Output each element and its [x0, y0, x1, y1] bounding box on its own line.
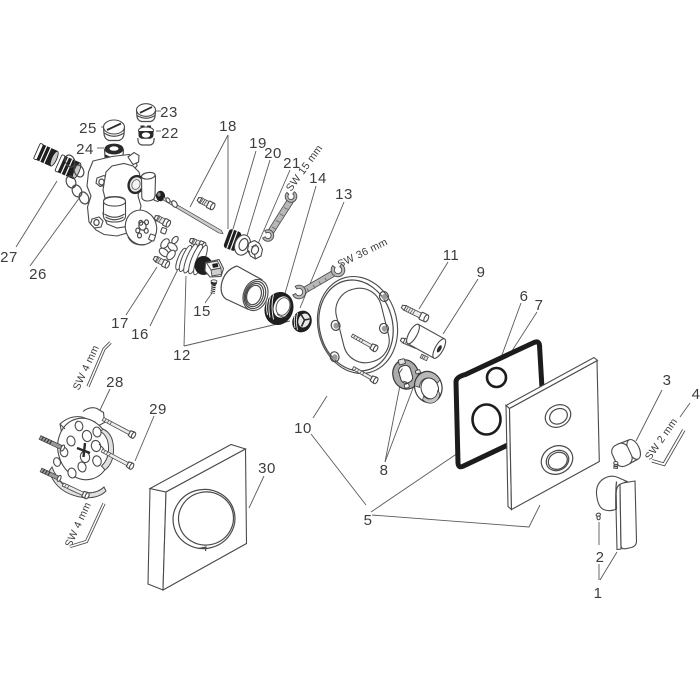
svg-text:10: 10: [294, 420, 312, 437]
svg-text:26: 26: [29, 266, 47, 283]
svg-text:6: 6: [520, 288, 529, 305]
svg-text:4: 4: [692, 386, 700, 403]
svg-text:22: 22: [161, 125, 179, 142]
svg-text:29: 29: [149, 401, 167, 418]
svg-text:9: 9: [477, 264, 486, 281]
svg-text:21: 21: [283, 155, 301, 172]
svg-text:13: 13: [335, 186, 353, 203]
svg-text:17: 17: [111, 315, 129, 332]
svg-text:16: 16: [131, 326, 149, 343]
svg-text:19: 19: [249, 135, 267, 152]
svg-text:14: 14: [309, 170, 327, 187]
svg-text:20: 20: [264, 145, 282, 162]
svg-text:24: 24: [76, 141, 94, 158]
svg-text:30: 30: [258, 460, 276, 477]
svg-text:3: 3: [663, 372, 672, 389]
svg-text:15: 15: [193, 303, 211, 320]
svg-text:12: 12: [173, 347, 191, 364]
svg-text:11: 11: [443, 247, 460, 264]
svg-text:1: 1: [594, 585, 603, 602]
svg-text:5: 5: [364, 512, 373, 529]
svg-text:25: 25: [79, 120, 97, 137]
svg-text:18: 18: [219, 118, 237, 135]
svg-text:7: 7: [535, 297, 544, 314]
svg-text:27: 27: [0, 249, 18, 266]
svg-text:28: 28: [106, 374, 124, 391]
svg-text:8: 8: [380, 462, 389, 479]
svg-text:2: 2: [596, 549, 605, 566]
svg-text:23: 23: [160, 104, 178, 121]
